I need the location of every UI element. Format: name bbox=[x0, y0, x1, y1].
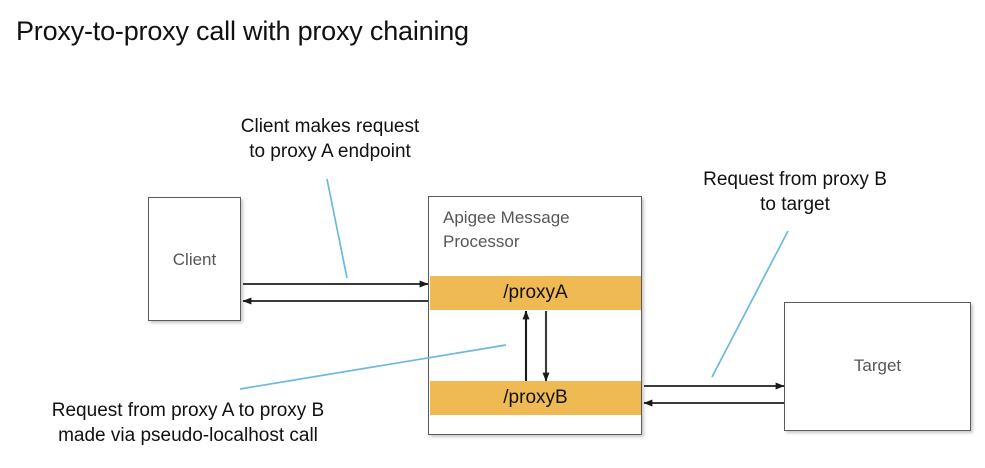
message-processor-label: Apigee Message Processor bbox=[443, 208, 570, 251]
callout-client-request: Client makes request to proxy A endpoint bbox=[240, 116, 420, 162]
client-node-label: Client bbox=[172, 250, 217, 269]
proxy-b-band: /proxyB bbox=[430, 381, 641, 415]
client-node bbox=[148, 197, 241, 321]
leader-line-client-request bbox=[326, 178, 348, 279]
callout-proxy-b-to-target: Request from proxy B to target bbox=[703, 169, 887, 215]
target-node-label: Target bbox=[853, 356, 902, 375]
page-title: Proxy-to-proxy call with proxy chaining bbox=[16, 16, 469, 46]
target-node bbox=[784, 302, 971, 431]
leader-line-proxy-b-to-target bbox=[711, 230, 789, 378]
proxy-a-band: /proxyA bbox=[430, 276, 641, 310]
callout-proxy-chaining: Request from proxy A to proxy B made via… bbox=[51, 400, 325, 446]
